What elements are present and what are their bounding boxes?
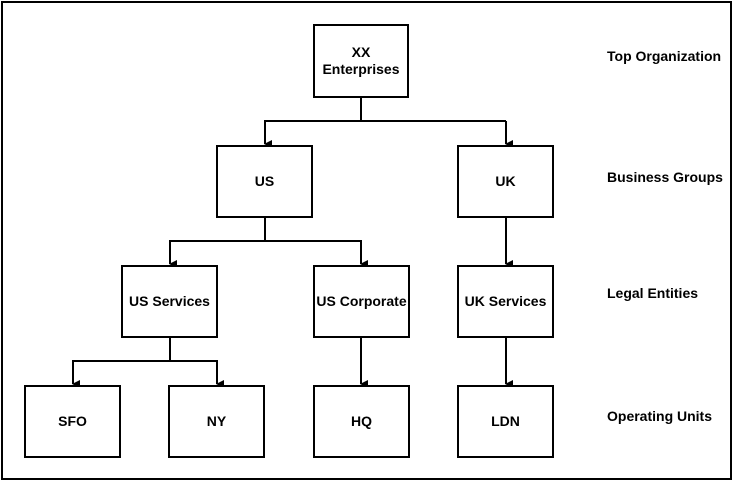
node-ldn: LDN [457,385,554,458]
node-us-services: US Services [121,265,218,338]
node-uk-services: UK Services [457,265,554,338]
node-us-corporate: US Corporate [313,265,410,338]
level-label-business-groups: Business Groups [607,169,723,185]
level-label-operating-units: Operating Units [607,408,713,424]
node-xx-enterprises: XX Enterprises [313,24,409,98]
node-hq: HQ [313,385,410,458]
node-ny: NY [168,385,265,458]
node-us: US [216,145,313,218]
node-sfo: SFO [24,385,121,458]
level-label-legal-entities: Legal Entities [607,285,699,301]
node-uk: UK [457,145,554,218]
level-label-top-organization: Top Organization [607,48,722,64]
